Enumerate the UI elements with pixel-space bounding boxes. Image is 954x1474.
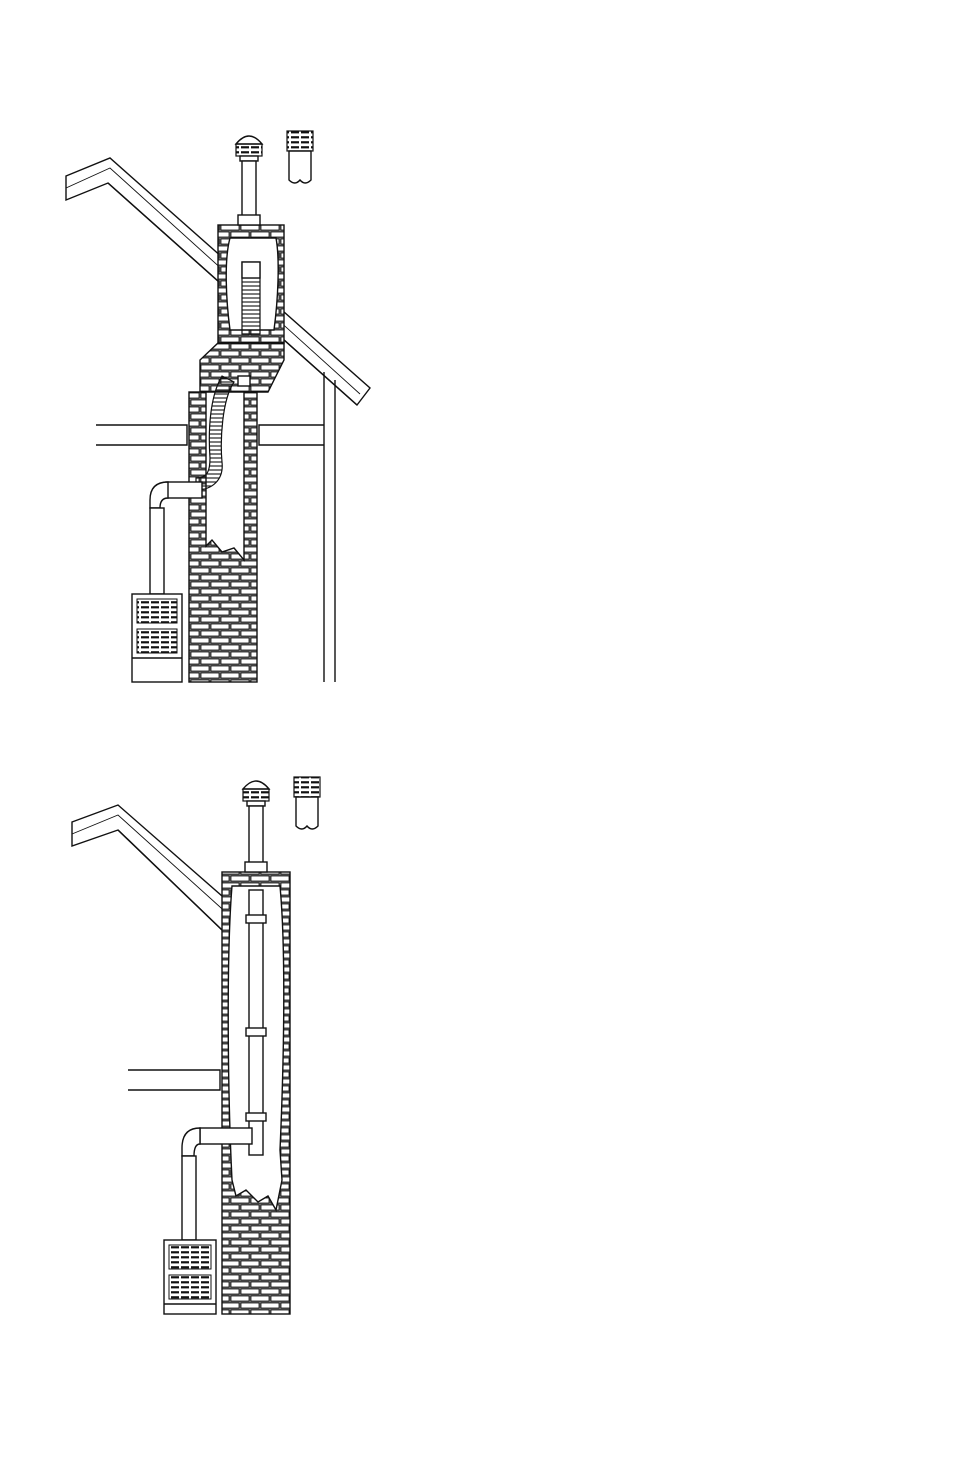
roof [72, 805, 238, 930]
alternate-vent-cap [294, 777, 320, 829]
diagram-flexible-liner [66, 131, 370, 682]
appliance [132, 594, 182, 682]
rigid-vent-pipe [238, 161, 260, 225]
vent-cap [236, 136, 262, 161]
exterior-wall [324, 372, 335, 682]
appliance [164, 1240, 216, 1314]
vent-cap [243, 781, 269, 806]
alternate-vent-cap [287, 131, 313, 183]
diagram-rigid-liner [72, 777, 320, 1314]
masonry-chimney [189, 225, 284, 682]
ceiling-joist [128, 1070, 220, 1090]
